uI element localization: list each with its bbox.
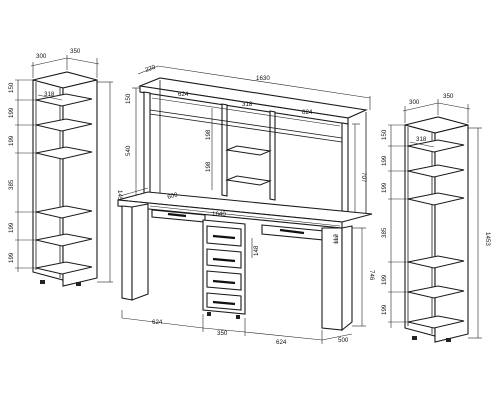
right-gap-2-label: 199: [381, 155, 388, 166]
left-gap-6-label: 199: [8, 252, 15, 263]
left-gap-2-label: 199: [8, 107, 15, 118]
desk-depth-label: 600: [167, 191, 179, 201]
right-shelf-inner-width-label: 318: [416, 136, 427, 143]
hutch-upper-height-label: 150: [125, 93, 132, 104]
hutch-gap-1-label: 198: [205, 129, 212, 140]
left-gap-5-label: 199: [8, 222, 15, 233]
hutch-right-section-label: 624: [302, 109, 313, 116]
right-shelf-height-label: 1453: [484, 232, 491, 246]
left-shelf-depth-label: 300: [36, 53, 47, 60]
hutch-height-label: 540: [125, 145, 132, 156]
hutch-depth-label: 220: [144, 64, 157, 74]
right-gap-1-label: 150: [381, 129, 388, 140]
desk-right-span-label: 624: [276, 339, 287, 346]
desk-detail-1-label: 148: [253, 245, 260, 256]
hutch-gap-2-label: 198: [205, 161, 212, 172]
desk-detail-2-label: 112: [333, 234, 340, 244]
desk-left-span-label: 624: [152, 319, 163, 326]
left-gap-3-label: 199: [8, 135, 15, 146]
hutch-right-height-label: 707: [360, 172, 367, 183]
right-gap-4-label: 385: [381, 227, 388, 238]
hutch-width-label: 1630: [256, 75, 270, 82]
desk-hutch: 220 1630 624 318 624 150 540 198 198 707: [125, 64, 371, 214]
right-gap-3-label: 199: [381, 182, 388, 193]
hutch-left-section-label: 624: [178, 91, 189, 98]
hutch-middle-section-label: 318: [242, 101, 253, 108]
left-gap-1-label: 150: [8, 82, 15, 93]
right-shelf-depth-label: 300: [409, 99, 420, 106]
right-gap-6-label: 199: [381, 304, 388, 315]
left-bookcase: 300 350 318 1453 150 199 199 385 199 199: [8, 48, 123, 287]
left-gap-4-label: 385: [8, 179, 15, 190]
right-shelf-width-label: 350: [443, 93, 454, 100]
left-shelf-inner-width-label: 318: [44, 91, 55, 98]
left-shelf-width-label: 350: [70, 48, 81, 55]
desk-drawer-unit-label: 350: [217, 330, 228, 337]
right-gap-5-label: 199: [381, 274, 388, 285]
desk-side-depth-label: 500: [338, 337, 349, 344]
desk-width-label: 1640: [212, 211, 226, 218]
right-bookcase: 300 350 318 1453 150 199 199 385 199 199: [381, 93, 491, 343]
desk: 600 1640 624 350 624 500 746 148 112: [117, 187, 375, 346]
left-shelf-height-label: 1453: [116, 190, 123, 204]
desk-height-label: 746: [368, 270, 375, 281]
